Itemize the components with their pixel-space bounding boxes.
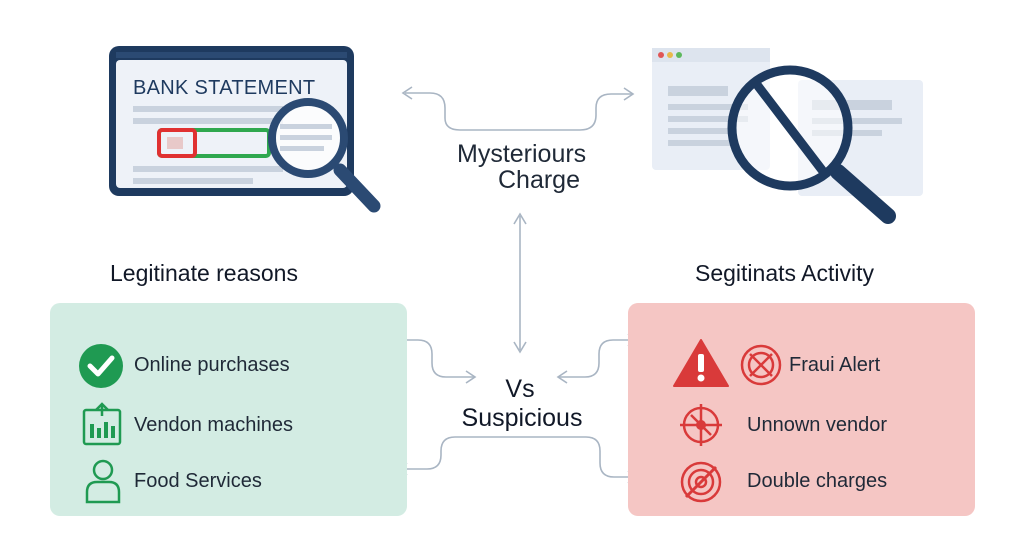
suspicious-panel [628,303,975,516]
connector-left-lower [399,436,520,470]
mysterious-charge-line2: Charge [498,166,580,194]
connector-top-left [405,92,520,131]
person-icon [85,459,121,504]
connector-top-right [520,93,632,131]
check-circle-icon [79,344,123,388]
connector-right-upper [558,339,636,378]
mysterious-charge-line1: Mysteriours [457,140,587,168]
connector-left-upper [399,339,475,378]
document-title: BANK STATEMENT [133,77,316,99]
magnifier-icon [268,98,381,213]
documents-icon [652,48,923,196]
legitimate-heading: Legitinate reasons [110,260,298,286]
magnifier-slash-icon [727,65,896,224]
vending-machine-icon [82,402,122,446]
list-item-fraud-alert: Fraui Alert [789,354,881,376]
target-slash-icon [680,461,722,503]
list-item-food-services: Food Services [134,470,262,492]
list-item-vendon-machines: Vendon machines [134,414,294,436]
connector-right-lower [520,436,636,478]
suspicious-label: Suspicious [461,404,583,432]
list-item-online-purchases: Online purchases [134,354,290,376]
list-item-unknown-vendor: Unnown vendor [747,414,888,436]
suspicious-heading: Segitinats Activity [695,260,874,286]
warning-icon [673,339,729,387]
crosshair-icon [680,404,722,446]
vs-label: Vs [505,375,535,403]
list-item-double-charges: Double charges [747,470,888,492]
warning-target-icon [740,344,782,386]
